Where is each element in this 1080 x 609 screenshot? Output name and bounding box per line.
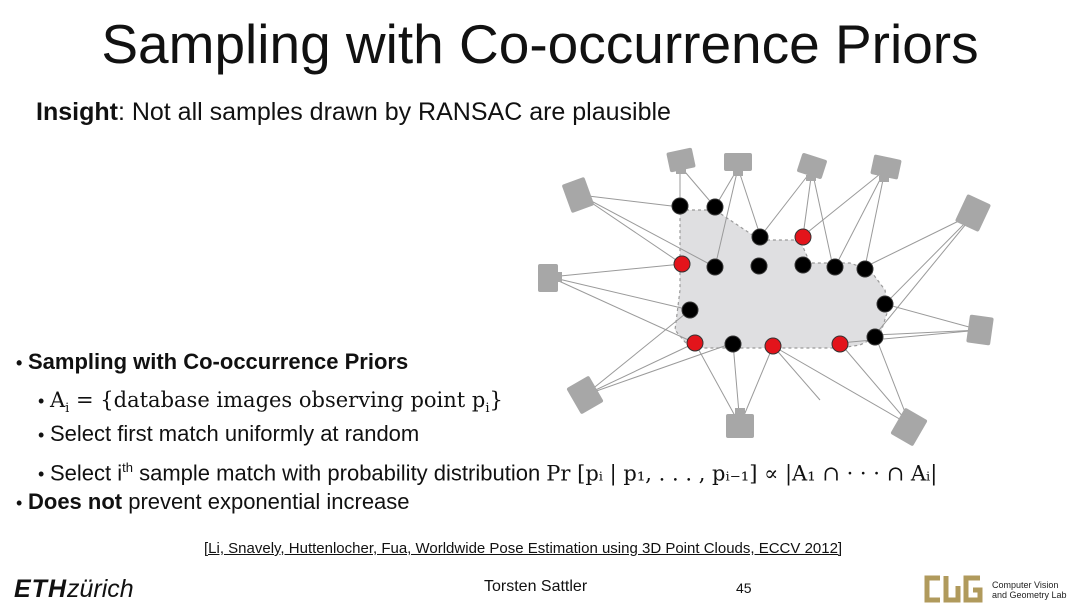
page-number: 45 <box>736 580 752 596</box>
bullet-first-match: •Select first match uniformly at random <box>38 418 419 451</box>
sampled-point <box>686 334 704 352</box>
sampled-point <box>831 335 849 353</box>
bullet-set-definition: •Ai = {database images observing point p… <box>38 384 503 425</box>
sampled-point <box>764 337 782 355</box>
point-markers <box>671 197 894 355</box>
presenter-name: Torsten Sattler <box>484 578 588 595</box>
bullet-dot: • <box>38 391 45 411</box>
co-occurrence-diagram <box>538 147 994 446</box>
reference-link[interactable]: [Li, Snavely, Huttenlocher, Fua, Worldwi… <box>204 540 843 557</box>
bullet-dot: • <box>16 493 23 513</box>
cvg-logo-icon <box>924 575 983 603</box>
inlier-point <box>826 258 844 276</box>
sampled-point <box>794 228 812 246</box>
camera-icon <box>726 408 754 438</box>
bullet-dot: • <box>38 425 45 445</box>
camera-icon <box>666 147 696 174</box>
inlier-point <box>706 258 724 276</box>
bullet-ith-sample: •Select ith sample match with probabilit… <box>38 452 937 490</box>
insight-label: Insight <box>36 98 118 126</box>
inlier-point <box>750 257 768 275</box>
camera-icons <box>538 147 994 446</box>
eth-zurich-logo: ETHzürich <box>14 575 134 603</box>
slide-title: Sampling with Co-occurrence Priors <box>101 13 979 75</box>
inlier-point <box>681 301 699 319</box>
sampled-point <box>673 255 691 273</box>
probability-formula: Pr [pᵢ | p₁, . . . , pᵢ₋₁] ∝ |A₁ ∩ · · ·… <box>546 461 938 486</box>
camera-icon <box>955 194 991 232</box>
point-cloud-region <box>674 209 889 349</box>
lab-name: Computer Vision and Geometry Lab <box>992 580 1067 600</box>
inlier-point <box>751 228 769 246</box>
inlier-point <box>794 256 812 274</box>
inlier-point <box>706 198 724 216</box>
bullet-dot: • <box>38 464 45 485</box>
camera-icon <box>890 408 928 446</box>
bullet-dot: • <box>16 353 23 373</box>
insight-line: Insight: Not all samples drawn by RANSAC… <box>36 94 671 130</box>
camera-icon <box>538 264 562 292</box>
inlier-point <box>856 260 874 278</box>
inlier-point <box>671 197 689 215</box>
bullet-limitation: •Does not prevent exponential increase <box>16 486 410 519</box>
camera-icon <box>870 154 902 182</box>
inlier-point <box>724 335 742 353</box>
camera-icon <box>797 152 827 181</box>
bullet-main: •Sampling with Co-occurrence Priors <box>16 346 408 379</box>
camera-icon <box>724 153 752 176</box>
camera-icon <box>562 177 594 213</box>
camera-icon <box>966 314 994 346</box>
inlier-point <box>866 328 884 346</box>
insight-text: : Not all samples drawn by RANSAC are pl… <box>117 98 671 126</box>
camera-icon <box>566 376 604 414</box>
inlier-point <box>876 295 894 313</box>
cvg-lab-logo: Computer Vision and Geometry Lab <box>922 572 1072 604</box>
